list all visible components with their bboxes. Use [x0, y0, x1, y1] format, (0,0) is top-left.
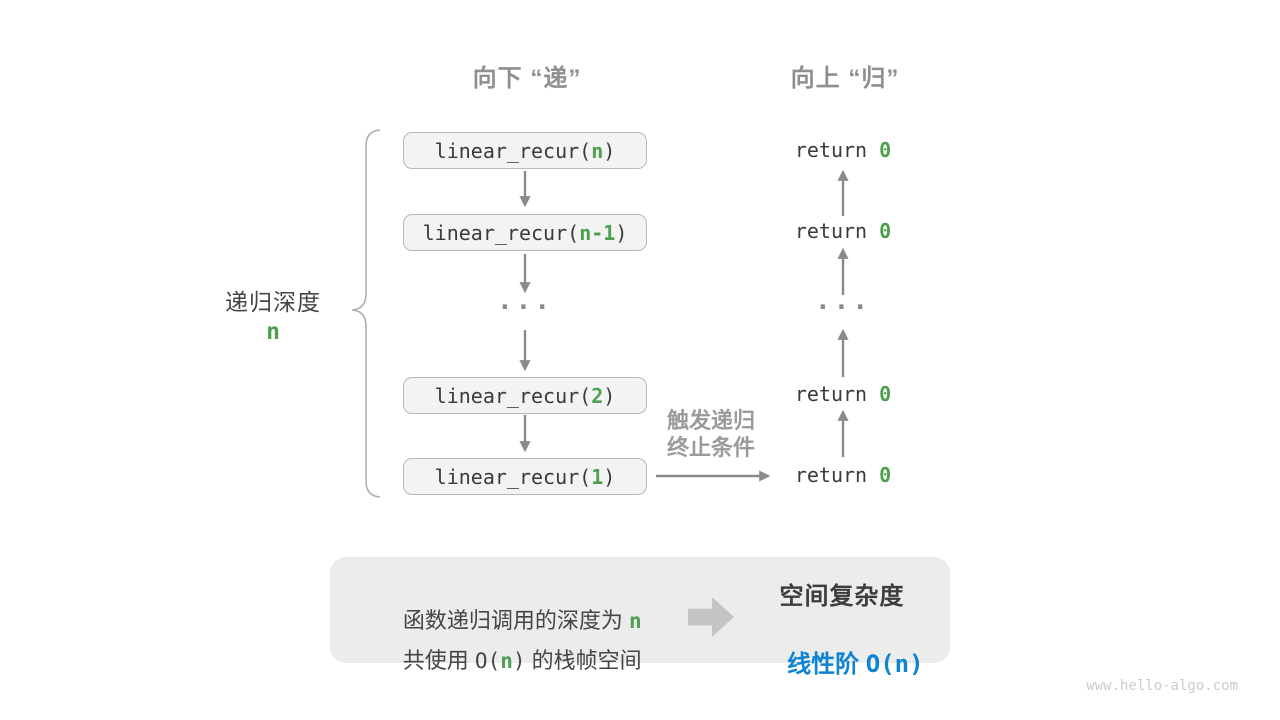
return-value: 0: [879, 219, 892, 243]
summary-panel: [330, 557, 950, 663]
return-keyword: return: [794, 138, 880, 162]
call-box-2: linear_recur(2): [403, 377, 647, 414]
base-case-label-line1: 触发递归: [666, 408, 755, 433]
space-complexity-notation: O(n): [865, 650, 924, 678]
space-complexity-title: 空间复杂度: [779, 583, 905, 610]
summary-line1-text: 函数递归调用的深度为: [402, 608, 629, 633]
return-keyword: return: [794, 382, 880, 406]
return-keyword: return: [794, 463, 880, 487]
header-descend: 向下 “递”: [472, 65, 582, 92]
call-code: linear_recur(: [434, 464, 592, 489]
call-box-1: linear_recur(1): [403, 458, 647, 495]
summary-line2-code-value: n: [500, 649, 513, 673]
return-row-1: return 0: [781, 137, 905, 163]
return-value: 0: [879, 138, 892, 162]
returns-ellipsis: ...: [815, 286, 871, 316]
call-code-close: ): [603, 383, 616, 408]
call-code-close: ): [603, 464, 616, 489]
recursion-depth-brace: [351, 129, 381, 498]
summary-line2-code-open: O(: [474, 649, 501, 673]
return-value: 0: [879, 382, 892, 406]
call-code-close: ): [615, 220, 628, 245]
base-case-label-line2: 终止条件: [666, 435, 755, 460]
call-box-n: linear_recur(n): [403, 132, 647, 169]
call-code: linear_recur(: [422, 220, 580, 245]
header-ascend: 向上 “归”: [790, 65, 900, 92]
summary-line2-code-close: ): [512, 649, 526, 673]
return-row-4: return 0: [781, 462, 905, 488]
return-keyword: return: [794, 219, 880, 243]
return-value: 0: [879, 463, 892, 487]
depth-label: 递归深度: [225, 289, 321, 315]
summary-line2-pre: 共使用: [402, 648, 475, 673]
call-code-close: ): [603, 138, 616, 163]
call-code: linear_recur(: [434, 138, 592, 163]
summary-line2: 共使用 O(n) 的栈帧空间: [340, 617, 680, 701]
call-arg: n: [591, 138, 604, 163]
call-arg: n-1: [579, 220, 616, 245]
summary-line1: 函数递归调用的深度为 n: [340, 577, 680, 661]
space-complexity-value: 线性阶 O(n): [742, 616, 942, 707]
return-row-3: return 0: [781, 381, 905, 407]
watermark: www.hello-algo.com: [1086, 678, 1238, 694]
depth-value: n: [266, 319, 280, 345]
call-box-n-1: linear_recur(n-1): [403, 214, 647, 251]
call-code: linear_recur(: [434, 383, 592, 408]
calls-ellipsis: ...: [497, 286, 553, 316]
return-row-2: return 0: [781, 218, 905, 244]
space-complexity-order: 线性阶: [787, 651, 866, 678]
summary-line1-value: n: [628, 609, 642, 633]
base-case-label: 触发递归 终止条件: [652, 407, 770, 461]
call-arg: 1: [591, 464, 604, 489]
summary-line2-post: 的栈帧空间: [525, 648, 642, 673]
call-arg: 2: [591, 383, 604, 408]
